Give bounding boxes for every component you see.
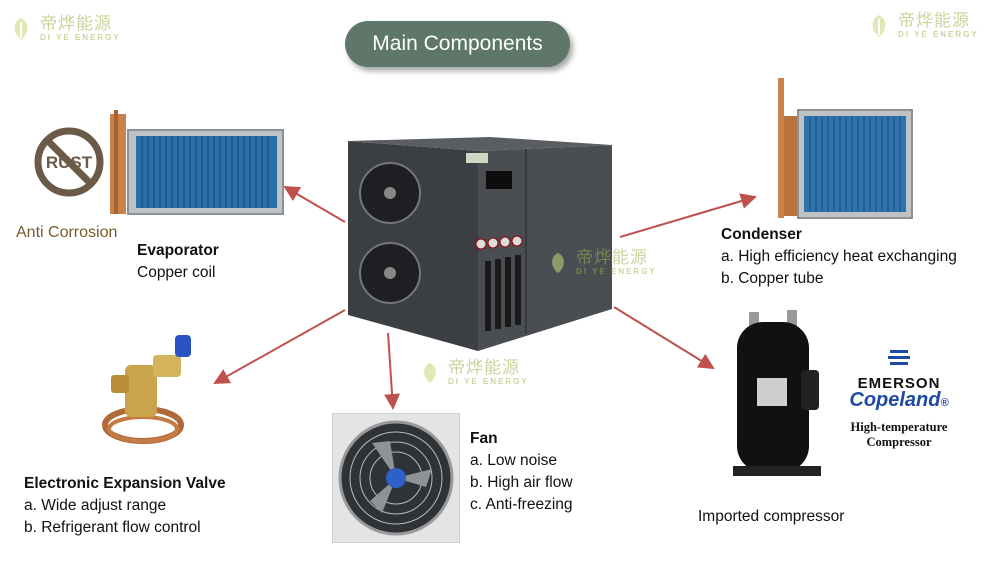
- watermark-logo-center: 帝烨能源 DI YE ENERGY: [546, 248, 657, 276]
- brand-trademark: ®: [940, 397, 949, 409]
- valve-line: a. Wide adjust range: [24, 497, 167, 514]
- evaporator-caption: Evaporator Copper coil: [137, 240, 219, 284]
- compressor-subtitle-2: Compressor: [866, 435, 932, 449]
- arrow-to-valve: [213, 309, 346, 384]
- arrow-to-compressor: [613, 306, 715, 370]
- condenser-title: Condenser: [721, 226, 802, 243]
- fan-image: [332, 413, 460, 543]
- evaporator-title: Evaporator: [137, 242, 219, 259]
- valve-title: Electronic Expansion Valve: [24, 475, 226, 492]
- watermark-en: DI YE ENERGY: [898, 29, 979, 39]
- brand-copeland: Copeland: [849, 389, 941, 411]
- expansion-valve-image: [102, 335, 191, 444]
- watermark-en: DI YE ENERGY: [40, 32, 121, 42]
- compressor-subtitle-1: High-temperature: [850, 420, 948, 434]
- valve-caption: Electronic Expansion Valve a. Wide adjus…: [24, 473, 226, 539]
- leaf-logo-icon: [872, 15, 886, 38]
- compressor-caption: Imported compressor: [698, 508, 845, 525]
- watermark-logo-bottom: 帝烨能源 DI YE ENERGY: [418, 358, 529, 386]
- condenser-caption: Condenser a. High efficiency heat exchan…: [721, 224, 957, 290]
- watermark-cn: 帝烨能源: [448, 358, 520, 378]
- fan-line: b. High air flow: [470, 474, 573, 491]
- watermark-logo-top-right: 帝烨能源 DI YE ENERGY: [866, 11, 979, 39]
- evaporator-coil-image: [110, 110, 284, 215]
- leaf-logo-icon: [424, 362, 436, 384]
- emerson-mark-icon: [888, 350, 910, 365]
- page-title: Main Components: [372, 32, 543, 55]
- watermark-cn: 帝烨能源: [40, 14, 112, 34]
- arrow-to-condenser: [619, 193, 757, 238]
- leaf-logo-icon: [552, 252, 564, 274]
- fan-title: Fan: [470, 430, 498, 447]
- fan-line: a. Low noise: [470, 452, 558, 469]
- brand-emerson: EMERSON: [857, 375, 941, 392]
- heat-pump-unit-image: [348, 137, 612, 351]
- watermark-cn: 帝烨能源: [898, 11, 970, 31]
- leaf-logo-icon: [14, 18, 28, 41]
- fan-caption: Fan a. Low noise b. High air flow c. Ant…: [470, 428, 573, 516]
- valve-line: b. Refrigerant flow control: [24, 519, 201, 536]
- emerson-logo: EMERSON Copeland® High-temperature Compr…: [843, 348, 955, 450]
- anti-corrosion-label: Anti Corrosion: [16, 224, 118, 241]
- condenser-coil-image: [778, 78, 913, 219]
- no-rust-icon: RUST: [34, 127, 104, 197]
- watermark-logo-top-left: 帝烨能源 DI YE ENERGY: [8, 14, 121, 42]
- arrow-to-fan: [384, 332, 401, 410]
- compressor-image: [733, 310, 821, 476]
- title-pill: Main Components: [345, 21, 570, 67]
- condenser-line: a. High efficiency heat exchanging: [721, 248, 957, 265]
- watermark-cn: 帝烨能源: [576, 248, 648, 268]
- arrow-to-evaporator: [283, 185, 346, 223]
- watermark-en: DI YE ENERGY: [448, 376, 529, 386]
- watermark-en: DI YE ENERGY: [576, 266, 657, 276]
- condenser-line: b. Copper tube: [721, 270, 824, 287]
- fan-line: c. Anti-freezing: [470, 496, 573, 513]
- evaporator-line: Copper coil: [137, 264, 216, 281]
